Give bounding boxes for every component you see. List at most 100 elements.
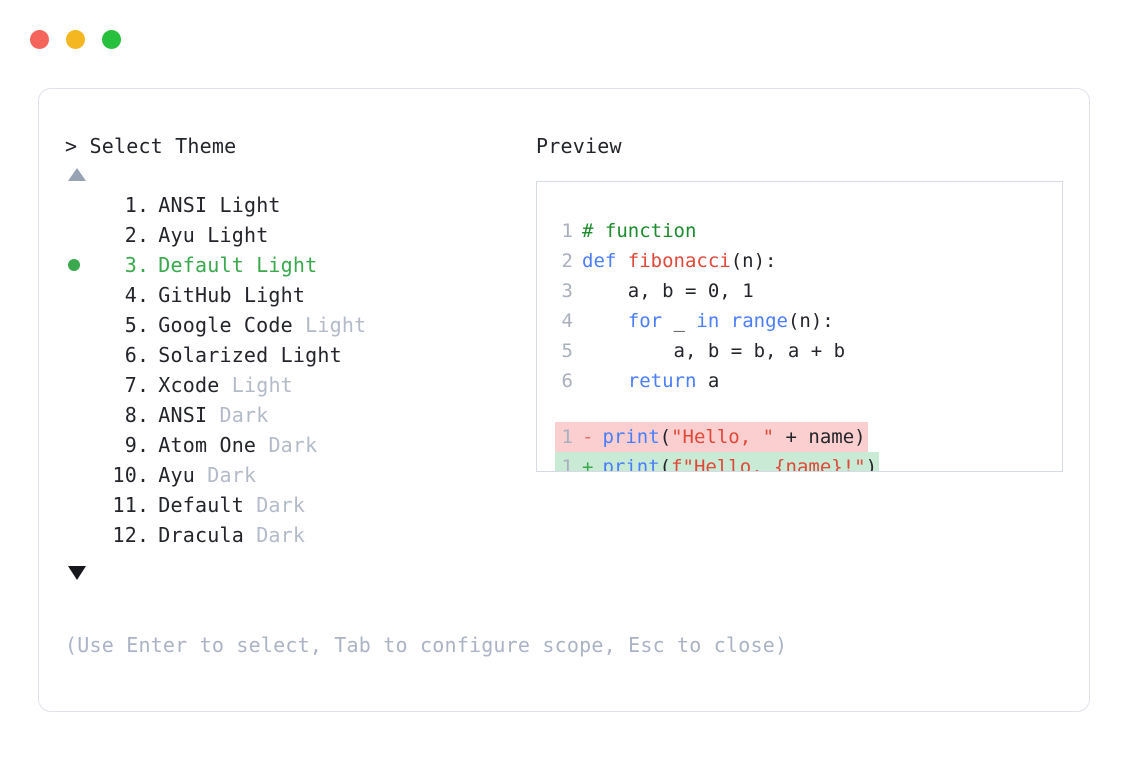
code-token: (n):: [730, 250, 777, 272]
code-token: ): [865, 456, 878, 472]
theme-item-space: [207, 190, 219, 220]
theme-list-item[interactable]: 8.ANSI Dark: [65, 400, 535, 430]
code-line: 4 for _ in range(n):: [537, 306, 1062, 336]
code-token: (: [659, 426, 672, 448]
theme-list-item[interactable]: 4.GitHub Light: [65, 280, 535, 310]
theme-item-name: GitHub: [158, 283, 232, 307]
selection-bullet-slot: [65, 310, 95, 340]
diff-block: 1-print("Hello, " + name)1+print(f"Hello…: [537, 422, 1062, 472]
code-token: range: [730, 310, 788, 332]
theme-item-name: Solarized: [158, 343, 269, 367]
close-button[interactable]: [30, 30, 49, 49]
theme-item-space: [268, 340, 280, 370]
code-token: a, b =: [582, 280, 708, 302]
theme-item-number-dot: .: [137, 253, 150, 277]
theme-list-item[interactable]: 2.Ayu Light: [65, 220, 535, 250]
theme-item-name: ANSI: [158, 403, 208, 427]
theme-item-variant: Light: [243, 283, 306, 307]
code-token: [719, 310, 730, 332]
code-token: f"Hello, {name}!": [671, 456, 866, 472]
theme-item-name: Ayu: [158, 223, 195, 247]
theme-list-item[interactable]: 10.Ayu Dark: [65, 460, 535, 490]
code-token: ,: [719, 280, 743, 302]
code-line-text: return a: [582, 366, 720, 396]
theme-item-number: 3: [124, 253, 137, 277]
theme-item-name: Dracula: [158, 523, 244, 547]
selection-bullet-slot: [65, 190, 95, 220]
selection-bullet-slot: [65, 490, 95, 520]
code-token: # function: [582, 220, 697, 242]
theme-item-number: 5: [124, 313, 137, 337]
theme-list-item[interactable]: 7.Xcode Light: [65, 370, 535, 400]
theme-list-item[interactable]: 3.Default Light: [65, 250, 535, 280]
theme-item-number-dot: .: [137, 493, 150, 517]
theme-item-name: Ayu: [158, 463, 195, 487]
code-line-text: a, b = 0, 1: [582, 276, 754, 306]
theme-list-item[interactable]: 1.ANSI Light: [65, 190, 535, 220]
code-line-number: 5: [561, 340, 573, 362]
theme-item-number: 9: [124, 433, 137, 457]
diff-line-del: 1-print("Hello, " + name): [537, 422, 1062, 452]
code-token: print: [602, 426, 660, 448]
theme-item-space: [195, 220, 207, 250]
theme-item-number: 10: [112, 463, 137, 487]
code-token: (n):: [787, 310, 834, 332]
theme-item-name: ANSI: [158, 193, 208, 217]
theme-list-item[interactable]: 5.Google Code Light: [65, 310, 535, 340]
code-line-text: # function: [582, 216, 696, 246]
code-line-number: 1: [561, 220, 573, 242]
code-line: 1 # function: [537, 216, 1062, 246]
code-token: [582, 310, 628, 332]
theme-list-item[interactable]: 6. Solarized Light: [65, 340, 535, 370]
scroll-down-arrow-icon[interactable]: [68, 566, 86, 580]
theme-list-item[interactable]: 11.Default Dark: [65, 490, 535, 520]
code-line-text: a, b = b, a + b: [582, 336, 846, 366]
code-line: 3 a, b = 0, 1: [537, 276, 1062, 306]
theme-item-space: [244, 520, 256, 550]
theme-item-space: [293, 310, 305, 340]
theme-item-variant: Light: [280, 343, 342, 367]
theme-item-space: [256, 430, 268, 460]
selected-bullet-icon: [68, 259, 80, 271]
code-line-text: for _ in range(n):: [582, 306, 834, 336]
theme-list-item[interactable]: 12.Dracula Dark: [65, 520, 535, 550]
code-token: fibonacci: [627, 250, 731, 272]
code-line: 5 a, b = b, a + b: [537, 336, 1062, 366]
diff-line-add: 1+print(f"Hello, {name}!"): [537, 452, 1062, 472]
theme-item-number: 11: [112, 493, 137, 517]
theme-item-number: 8: [124, 403, 137, 427]
theme-item-number-dot: .: [137, 343, 150, 367]
theme-item-name: Default: [158, 253, 244, 277]
selection-bullet-slot: [65, 220, 95, 250]
scroll-up-arrow-icon[interactable]: [68, 168, 86, 181]
theme-item-variant: Dark: [207, 463, 257, 487]
code-line-number: 6: [561, 370, 573, 392]
theme-item-space: [207, 400, 219, 430]
theme-item-number: 1: [124, 193, 137, 217]
theme-item-number: 12: [112, 523, 137, 547]
preview-label: Preview: [536, 134, 622, 158]
theme-item-number-dot: .: [137, 283, 150, 307]
theme-item-name: Google Code: [158, 313, 293, 337]
code-token: a: [696, 370, 720, 392]
window-titlebar: [30, 30, 121, 49]
theme-item-variant: Dark: [256, 523, 306, 547]
theme-list-item[interactable]: 9.Atom One Dark: [65, 430, 535, 460]
code-line: 6 return a: [537, 366, 1062, 396]
theme-item-space: [244, 490, 256, 520]
code-token: def: [582, 250, 628, 272]
theme-item-space: [219, 370, 231, 400]
theme-item-number: 6: [124, 343, 137, 367]
maximize-button[interactable]: [102, 30, 121, 49]
code-token: _: [662, 310, 697, 332]
selection-bullet-slot: [65, 340, 95, 370]
theme-item-variant: Light: [219, 193, 281, 217]
minimize-button[interactable]: [66, 30, 85, 49]
theme-item-number: 2: [124, 223, 137, 247]
code-token: 1: [742, 280, 754, 302]
